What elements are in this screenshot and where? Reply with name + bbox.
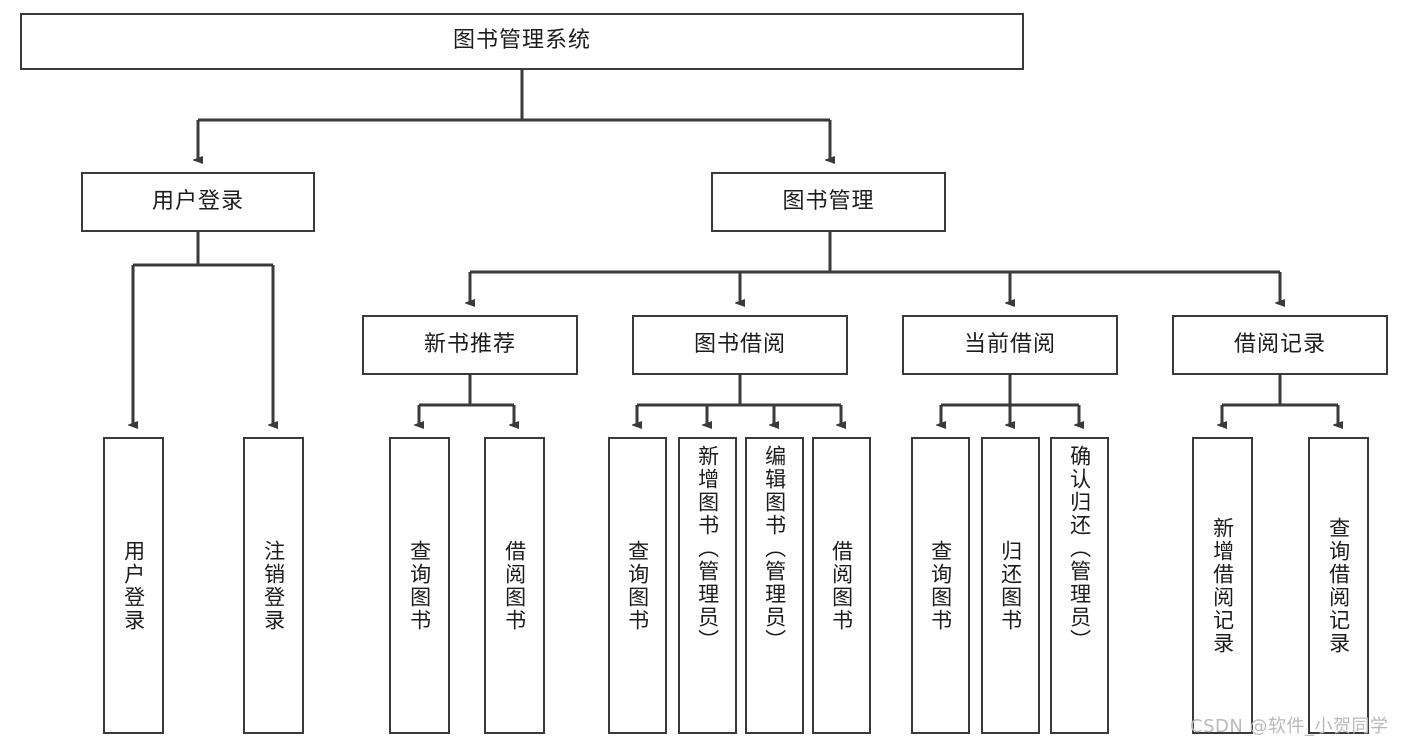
leaf-user-login-label: 用户登录 xyxy=(121,539,146,632)
leaf-add-book[interactable]: 新增图书（管理员） xyxy=(678,437,737,734)
leaf-return-book[interactable]: 归还图书 xyxy=(981,437,1040,734)
leaf-return-book-label: 归还图书 xyxy=(998,539,1023,632)
leaf-borrow-book-1-label: 借阅图书 xyxy=(502,539,527,632)
leaf-add-book-label: 新增图书（管理员） xyxy=(695,445,720,652)
node-current-borrow[interactable]: 当前借阅 xyxy=(902,315,1118,375)
node-book-borrow-label: 图书借阅 xyxy=(693,331,786,357)
node-new-book-recommend[interactable]: 新书推荐 xyxy=(362,315,578,375)
leaf-add-record-label: 新增借阅记录 xyxy=(1210,516,1235,655)
node-user-login[interactable]: 用户登录 xyxy=(81,172,315,232)
leaf-logout-login-label: 注销登录 xyxy=(261,539,286,632)
leaf-confirm-return[interactable]: 确认归还（管理员） xyxy=(1050,437,1109,734)
node-user-login-label: 用户登录 xyxy=(151,188,244,214)
leaf-user-login[interactable]: 用户登录 xyxy=(103,437,164,734)
leaf-query-record-label: 查询借阅记录 xyxy=(1326,516,1351,655)
leaf-borrow-book-2-label: 借阅图书 xyxy=(829,539,854,632)
leaf-borrow-book-2[interactable]: 借阅图书 xyxy=(812,437,871,734)
node-borrow-record-label: 借阅记录 xyxy=(1233,331,1326,357)
leaf-query-record[interactable]: 查询借阅记录 xyxy=(1308,437,1369,734)
leaf-query-book-3[interactable]: 查询图书 xyxy=(911,437,970,734)
leaf-query-book-3-label: 查询图书 xyxy=(928,539,953,632)
node-root-label: 图书管理系统 xyxy=(452,28,591,54)
node-current-borrow-label: 当前借阅 xyxy=(963,331,1056,357)
leaf-query-book-2-label: 查询图书 xyxy=(625,539,650,632)
leaf-edit-book-label: 编辑图书（管理员） xyxy=(762,445,787,652)
leaf-borrow-book-1[interactable]: 借阅图书 xyxy=(484,437,545,734)
leaf-add-record[interactable]: 新增借阅记录 xyxy=(1192,437,1253,734)
node-book-borrow[interactable]: 图书借阅 xyxy=(632,315,848,375)
node-new-book-recommend-label: 新书推荐 xyxy=(423,331,516,357)
leaf-edit-book[interactable]: 编辑图书（管理员） xyxy=(745,437,804,734)
node-book-manage[interactable]: 图书管理 xyxy=(711,172,946,232)
node-book-manage-label: 图书管理 xyxy=(782,188,875,214)
leaf-query-book-1-label: 查询图书 xyxy=(407,539,432,632)
leaf-logout-login[interactable]: 注销登录 xyxy=(243,437,304,734)
leaf-query-book-1[interactable]: 查询图书 xyxy=(389,437,450,734)
leaf-confirm-return-label: 确认归还（管理员） xyxy=(1067,445,1092,652)
node-root[interactable]: 图书管理系统 xyxy=(20,13,1024,70)
leaf-query-book-2[interactable]: 查询图书 xyxy=(608,437,667,734)
csdn-watermark: CSDN @软件_小贺同学 xyxy=(1190,716,1389,737)
node-borrow-record[interactable]: 借阅记录 xyxy=(1172,315,1388,375)
